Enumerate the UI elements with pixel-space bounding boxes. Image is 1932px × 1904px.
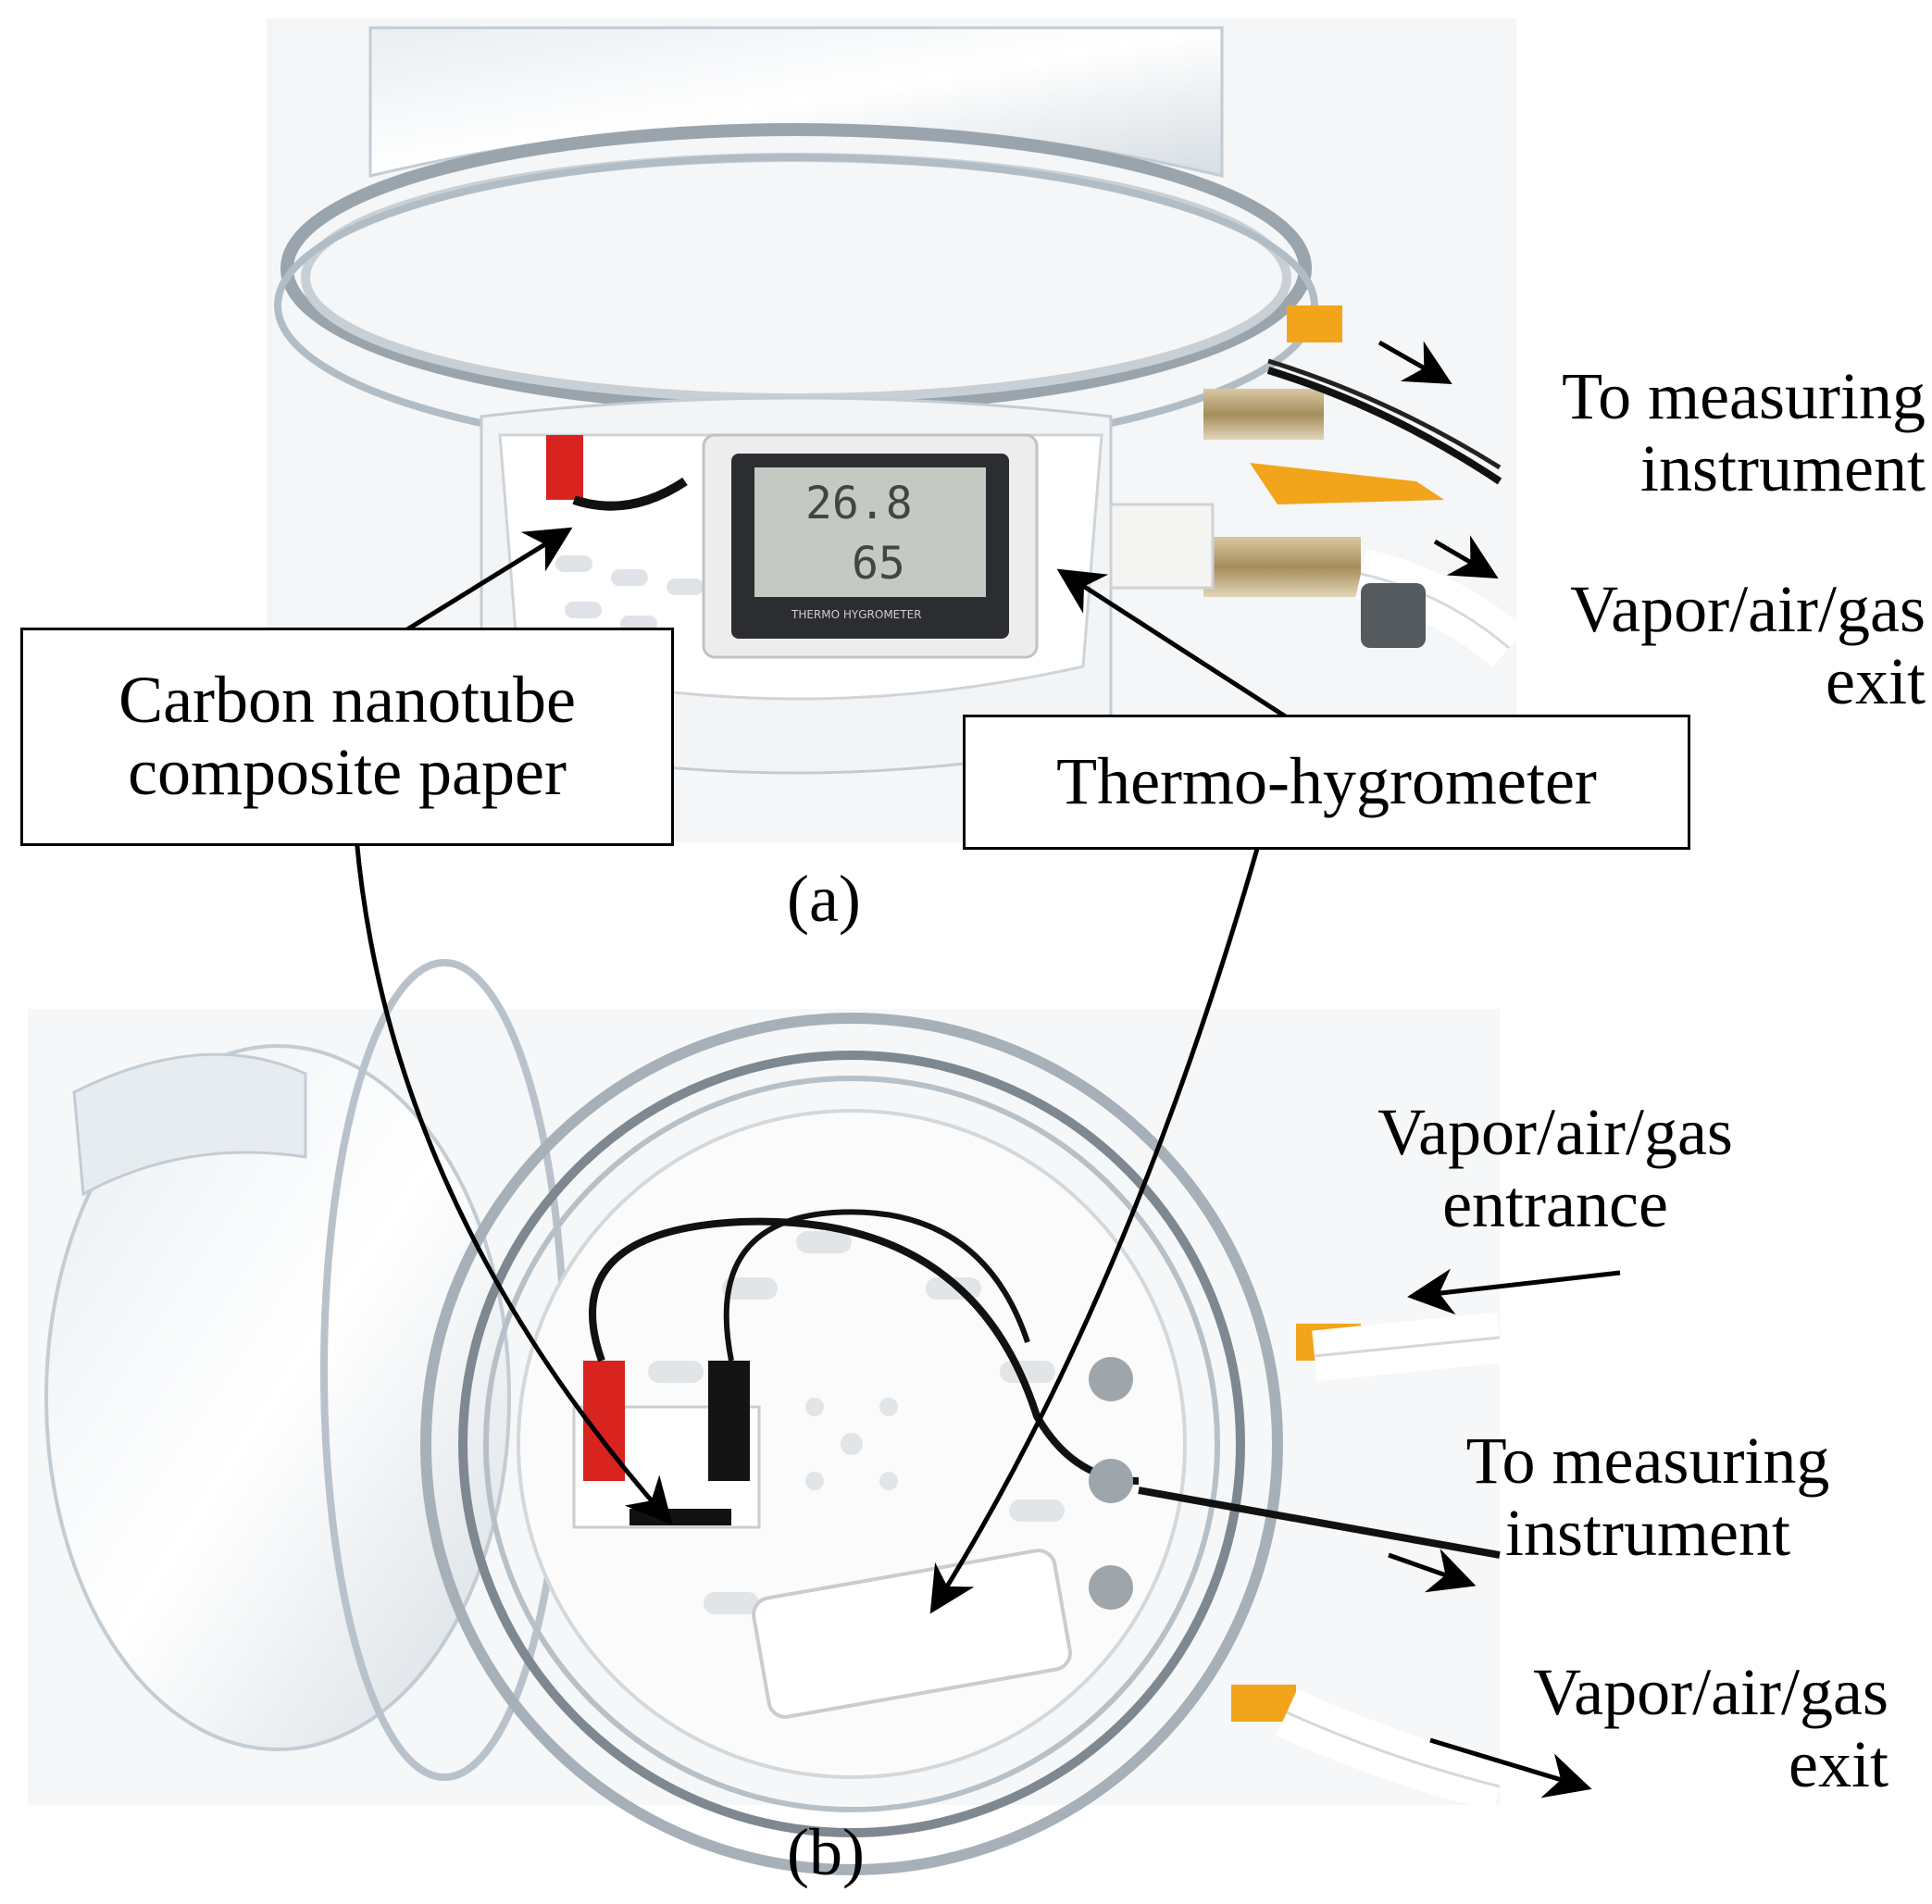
label-b-exit-line1: Vapor/air/gas bbox=[1533, 1655, 1888, 1729]
panel-b-photo bbox=[28, 959, 1506, 1875]
black-clip bbox=[708, 1361, 750, 1481]
arrow-exit-a bbox=[1433, 535, 1499, 579]
callout-cnt-line1: Carbon nanotube bbox=[118, 663, 576, 738]
arrow-exit-b bbox=[1429, 1737, 1592, 1798]
arrow-thermo-b bbox=[929, 841, 1262, 1614]
label-b-exit: Vapor/air/gas exit bbox=[1389, 1655, 1888, 1801]
arrow-measure-a bbox=[1377, 340, 1452, 384]
label-a-exit: Vapor/air/gas exit bbox=[1444, 572, 1926, 718]
valve-handle-bottom bbox=[1250, 463, 1444, 504]
label-b-to-measuring: To measuring instrument bbox=[1389, 1425, 1907, 1570]
display-temp: 26.8 bbox=[805, 478, 913, 529]
label-b-entrance: Vapor/air/gas entrance bbox=[1296, 1095, 1814, 1241]
arrow-thermo-a bbox=[1056, 568, 1289, 720]
annotation-arrows bbox=[354, 340, 1621, 1798]
label-a-to-measuring-line1: To measuring bbox=[1562, 359, 1926, 433]
display-humidity: 65 bbox=[852, 538, 905, 590]
arrow-entrance-b bbox=[1407, 1268, 1621, 1315]
label-a-to-measuring: To measuring instrument bbox=[1444, 359, 1926, 505]
label-b-to-measuring-line1: To measuring bbox=[1465, 1424, 1830, 1498]
panel-a-label: (a) bbox=[787, 862, 861, 936]
label-b-entrance-line1: Vapor/air/gas bbox=[1377, 1095, 1733, 1169]
arrow-measure-b bbox=[1388, 1549, 1477, 1593]
label-b-entrance-line2: entrance bbox=[1442, 1166, 1668, 1241]
callout-thermo-text: Thermo-hygrometer bbox=[1056, 744, 1597, 819]
arrow-cnt-b bbox=[354, 837, 673, 1525]
callout-cnt-paper: Carbon nanotube composite paper bbox=[20, 628, 674, 846]
callout-thermo-hygrometer: Thermo-hygrometer bbox=[963, 715, 1690, 850]
label-a-exit-line1: Vapor/air/gas bbox=[1570, 572, 1926, 646]
device-brand: THERMO HYGROMETER bbox=[791, 608, 922, 621]
valve-handle-top bbox=[1287, 305, 1342, 342]
label-b-to-measuring-line2: instrument bbox=[1505, 1495, 1790, 1570]
cnt-paper-strip bbox=[629, 1509, 731, 1525]
label-a-to-measuring-line2: instrument bbox=[1640, 430, 1926, 505]
panel-b-label: (b) bbox=[787, 1815, 865, 1889]
label-b-exit-line2: exit bbox=[1789, 1726, 1888, 1801]
label-a-exit-line2: exit bbox=[1826, 643, 1926, 718]
arrow-cnt-a bbox=[405, 527, 573, 632]
callout-cnt-line2: composite paper bbox=[128, 735, 567, 809]
